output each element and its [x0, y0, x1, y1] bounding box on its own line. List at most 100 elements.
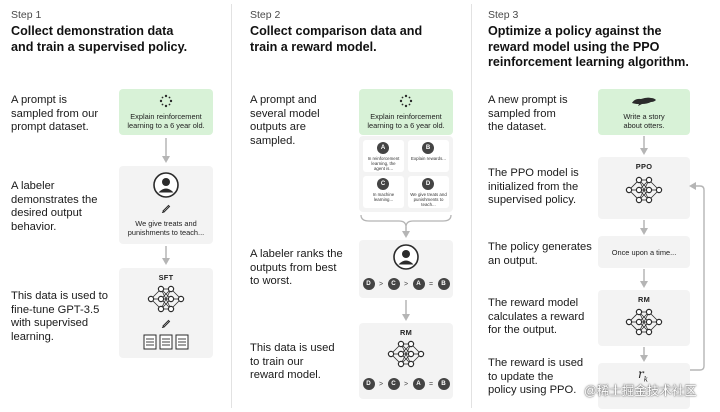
network-node	[635, 176, 643, 184]
network-node	[177, 295, 185, 303]
sft-label: SFT	[158, 273, 174, 282]
ppo-label: PPO	[635, 162, 653, 171]
rm-label: RM	[399, 328, 413, 337]
network-node	[645, 328, 653, 336]
network-node	[417, 350, 425, 358]
reward-symbol: rk	[638, 367, 648, 384]
output-card-b: B Explain rewards...	[408, 140, 449, 172]
network-node	[645, 318, 653, 326]
ranking-row: D> C> A= B	[359, 278, 453, 290]
network-node	[407, 350, 415, 358]
network-node	[167, 285, 175, 293]
neural-network-icon	[147, 285, 185, 313]
watermark: @稀土掘金技术社区	[584, 384, 697, 398]
bracket-icon	[360, 214, 452, 238]
recycle-icon	[399, 94, 413, 108]
pencil-icon	[161, 204, 171, 213]
arrow-down-icon	[162, 246, 170, 265]
network-node	[157, 305, 165, 313]
network-node	[157, 295, 165, 303]
step1-column: Step 1 Collect demonstration data and tr…	[0, 0, 231, 412]
recycle-icon	[159, 94, 173, 108]
output-badge-a: A	[377, 142, 389, 154]
person-icon	[153, 172, 179, 198]
step1-label: Step 1	[11, 9, 42, 21]
rm-label: RM	[637, 295, 651, 304]
network-node	[635, 186, 643, 194]
pencil-icon	[161, 319, 171, 328]
output-badge-b: B	[422, 142, 434, 154]
step3-ppo-card: PPO	[598, 157, 690, 219]
neural-network-icon	[625, 176, 663, 204]
arrow-down-icon	[640, 136, 648, 155]
step3-rm-card: RM	[598, 290, 690, 346]
network-node	[397, 360, 405, 368]
column-divider-1	[231, 4, 232, 408]
network-node	[397, 350, 405, 358]
step1-heading: Collect demonstration data and train a s…	[11, 24, 188, 54]
network-node	[635, 318, 643, 326]
step2-label: Step 2	[250, 9, 281, 21]
network-node	[167, 305, 175, 313]
network-node	[655, 318, 663, 326]
network-node	[635, 196, 643, 204]
otter-icon	[632, 97, 656, 106]
policy-output-text: Once upon a time...	[611, 248, 677, 257]
network-edge	[400, 343, 412, 365]
network-edge	[638, 179, 650, 201]
network-node	[625, 186, 633, 194]
network-edge	[638, 311, 650, 333]
arrow-down-icon	[162, 138, 170, 163]
output-badge-c: C	[377, 178, 389, 190]
feedback-loop-arrow	[689, 182, 705, 371]
person-icon	[393, 244, 419, 270]
network-node	[407, 340, 415, 348]
network-node	[167, 295, 175, 303]
network-edge	[160, 288, 172, 310]
neural-network-icon	[387, 340, 425, 368]
output-badge-d: D	[422, 178, 434, 190]
network-node	[387, 350, 395, 358]
arrow-down-icon	[640, 269, 648, 288]
network-node	[635, 308, 643, 316]
step3-reward-card: rk	[598, 363, 690, 409]
column-divider-2	[471, 4, 472, 408]
network-node	[625, 318, 633, 326]
network-node	[397, 340, 405, 348]
network-node	[645, 186, 653, 194]
neural-network-icon	[625, 308, 663, 336]
network-node	[157, 285, 165, 293]
network-node	[147, 295, 155, 303]
network-node	[645, 176, 653, 184]
network-node	[645, 196, 653, 204]
rm-ranking-row: D> C> A= B	[359, 378, 453, 390]
arrow-down-icon	[640, 220, 648, 235]
network-node	[655, 186, 663, 194]
step3-label: Step 3	[488, 9, 519, 21]
step1-sft-card: SFT	[119, 268, 213, 358]
arrow-down-icon	[402, 300, 410, 321]
network-node	[635, 328, 643, 336]
